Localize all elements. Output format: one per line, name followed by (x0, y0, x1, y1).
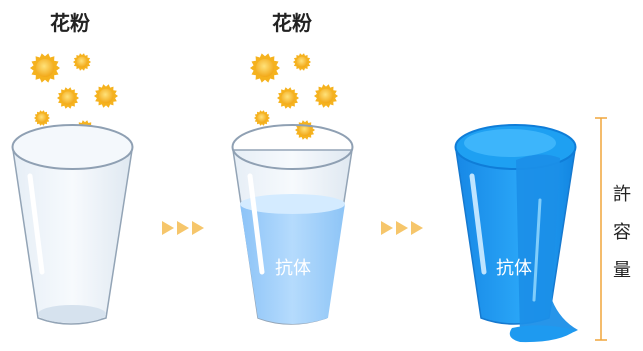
pollen-grain-core (61, 91, 75, 105)
capacity-char: 量 (613, 260, 631, 281)
arrow-chevron (162, 221, 174, 235)
capacity-label: 許 容 量 (608, 180, 638, 290)
antibody-label: 抗体 (275, 258, 311, 279)
glass-bottom (38, 305, 106, 323)
pollen-grain-core (37, 113, 47, 123)
glass-rim (231, 124, 354, 170)
arrow-chevron (381, 221, 393, 235)
glass-body (12, 149, 133, 325)
pollen-grain-core (98, 88, 114, 104)
empty-glass (11, 124, 134, 325)
pollen-grain-core (318, 88, 334, 104)
pollen-label: 花粉 (272, 11, 312, 35)
water-fill (240, 204, 345, 324)
arrow-chevron (396, 221, 408, 235)
stage-3: 抗体 許 容 量 (454, 117, 638, 343)
arrow-chevron (177, 221, 189, 235)
pollen-label: 花粉 (50, 11, 90, 35)
pollen-grain-core (257, 113, 267, 123)
overflow-stream (516, 154, 578, 338)
pollen-grain-core (36, 59, 54, 77)
capacity-char: 許 (613, 184, 631, 205)
stage-1: 花粉 (11, 11, 134, 325)
arrow-1 (162, 221, 204, 235)
half-filled-glass: 抗体 (231, 124, 354, 325)
pollen-grain-core (76, 56, 88, 68)
water-surface (240, 194, 345, 214)
glass-highlight (27, 173, 45, 275)
glass-rim (11, 124, 134, 170)
capacity-char: 容 (613, 222, 631, 243)
pollen-grain-core (299, 124, 311, 136)
overflowing-glass: 抗体 (454, 124, 578, 343)
pollen-grain-core (281, 91, 295, 105)
pollen-grain-core (256, 59, 274, 77)
stage-2: 花粉 抗体 (231, 11, 354, 325)
arrow-chevron (411, 221, 423, 235)
arrow-2 (381, 221, 423, 235)
pollen-grain-core (296, 56, 308, 68)
glass-highlight (247, 173, 265, 275)
arrow-chevron (192, 221, 204, 235)
antibody-label: 抗体 (496, 258, 532, 279)
water-surface-shine (464, 129, 556, 157)
capacity-bracket (595, 117, 607, 341)
stream-highlight (532, 198, 542, 302)
glass-highlight (469, 173, 487, 275)
overflow-puddle (509, 325, 576, 343)
